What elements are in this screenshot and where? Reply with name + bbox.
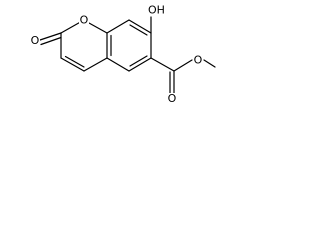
- bond-c6-c5-double: [129, 55, 148, 67]
- hydroxyl-group: OH: [147, 4, 165, 17]
- hydroxyl-label: OH: [148, 4, 165, 17]
- bond-c6-c5: [128, 57, 152, 72]
- bond-c8a-o1: [88, 22, 108, 34]
- chemical-structure: O O OH O O: [30, 4, 216, 105]
- bond-o-ether-methyl: [203, 59, 216, 68]
- ring-oxygen-atom: O: [79, 14, 89, 27]
- bond-c8a-c8: [106, 19, 130, 34]
- bond-lines: [39, 16, 216, 94]
- carbonyl-oxygen-atom: O: [30, 34, 40, 47]
- ester-oxygen-label: O: [194, 54, 203, 67]
- carbonyl-oxygen-label: O: [31, 34, 40, 47]
- bond-c8-c7: [128, 19, 152, 34]
- ring-oxygen-label: O: [80, 14, 89, 27]
- ester-carbonyl-oxygen-label: O: [168, 92, 177, 105]
- atom-labels: O O OH O O: [30, 4, 203, 105]
- ester-carbonyl-oxygen-atom: O: [167, 92, 177, 105]
- bond-c6-cester: [150, 57, 175, 72]
- bond-c2-o-exo-double: [40, 36, 62, 46]
- bond-c4-c4a: [83, 57, 108, 72]
- bond-c3-c4-double: [64, 55, 85, 68]
- bond-c5-c4a: [106, 57, 130, 72]
- bond-c3-c4: [60, 57, 85, 72]
- bond-cester-o-ether: [173, 59, 193, 72]
- bond-c8-c7-double: [129, 24, 148, 36]
- bond-c2-o-exo: [39, 32, 62, 41]
- ester-oxygen-atom: O: [193, 54, 203, 67]
